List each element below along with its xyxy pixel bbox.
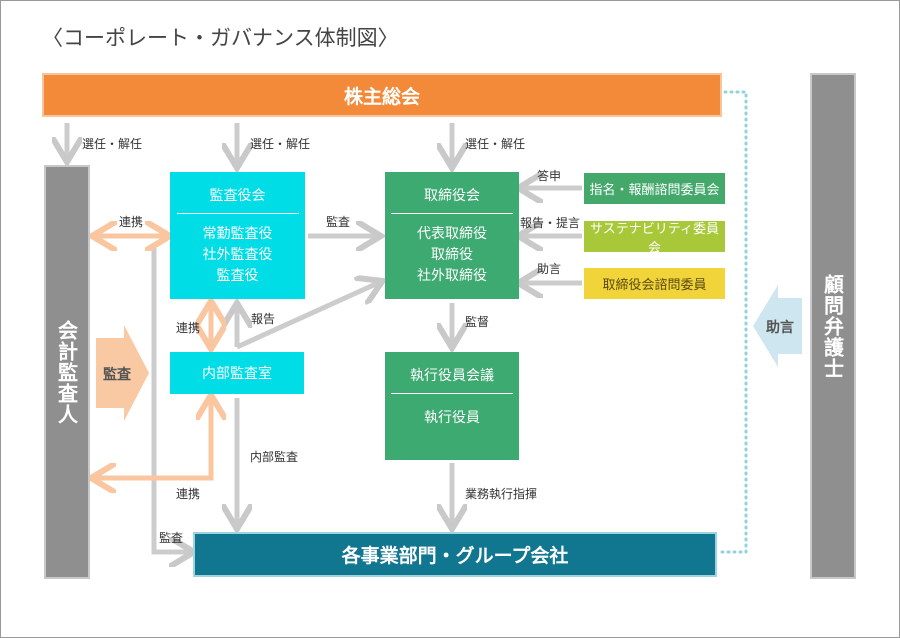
audit-board-member: 常勤監査役 [202,225,273,242]
board-divider [391,212,513,214]
shareholders-meeting: 株主総会 [42,73,722,117]
internal-audit-office: 内部監査室 [170,352,304,394]
label-internal-audit: 内部監査 [250,450,299,464]
board-title: 取締役会 [424,187,480,204]
label-advice-big: 助言 [766,320,794,336]
label-exec-direction: 業務執行指揮 [465,487,538,501]
shareholders-label: 株主総会 [343,85,420,108]
board-member: 取締役 [431,246,473,263]
board-of-directors: 取締役会 代表取締役 取締役 社外取締役 [385,172,519,299]
board-member: 代表取締役 [417,225,487,242]
label-report-propose: 報告・提言 [520,216,581,230]
label-link: 連携 [176,487,201,501]
committee-board-advisory: 取締役会諮問委員 [584,268,725,299]
exec-divider [391,393,513,394]
label-audit: 監査 [159,531,184,545]
label-supervise: 監督 [465,315,490,329]
arrow-auditor-to-divisions [151,248,189,552]
committee-label: サステナビリティ委員会 [590,221,719,256]
external-auditor: 会計監査人 [44,165,90,579]
label-report: 報告 [251,312,276,326]
audit-big-arrow [96,325,149,421]
label-answer: 答申 [537,169,562,183]
audit-board-member: 監査役 [216,267,259,284]
audit-board: 監査役会 常勤監査役 社外監査役 監査役 [170,172,305,299]
arrow-report-to-board [235,283,378,350]
label-audit-big: 監査 [103,367,131,383]
exec-member: 執行役員 [424,410,480,426]
dotted-counsel-line [716,90,748,554]
advice-big-arrow [753,285,802,367]
committee-label: 指名・報酬諮問委員会 [589,183,720,198]
label-advice: 助言 [537,262,562,276]
external-auditor-label: 会計監査人 [54,319,79,425]
legal-counsel: 顧問弁護士 [810,73,856,579]
audit-board-title: 監査役会 [209,187,266,204]
page-title: 〈コーポレート・ガバナンス体制図〉 [42,26,399,50]
label-link: 連携 [176,321,201,335]
internal-audit-label: 内部監査室 [202,366,272,382]
label-audit: 監査 [326,215,351,229]
legal-counsel-label: 顧問弁護士 [820,273,845,379]
divisions-label: 各事業部門・グループ会社 [341,545,569,567]
exec-title: 執行役員会議 [410,368,494,384]
label-elect: 選任・解任 [465,137,526,151]
executive-meeting: 執行役員会議 執行役員 [385,352,519,460]
label-link: 連携 [119,215,144,229]
board-member: 社外取締役 [417,267,487,284]
label-elect: 選任・解任 [82,137,143,151]
audit-board-divider [176,212,299,214]
committee-sustainability: サステナビリティ委員会 [584,221,725,256]
business-divisions: 各事業部門・グループ会社 [193,532,717,577]
link-auditor-internal [96,400,211,478]
label-elect: 選任・解任 [250,137,311,151]
audit-board-member: 社外監査役 [202,246,273,263]
committee-nomination-compensation: 指名・報酬諮問委員会 [584,173,725,204]
committee-label: 取締役会諮問委員 [602,278,707,293]
